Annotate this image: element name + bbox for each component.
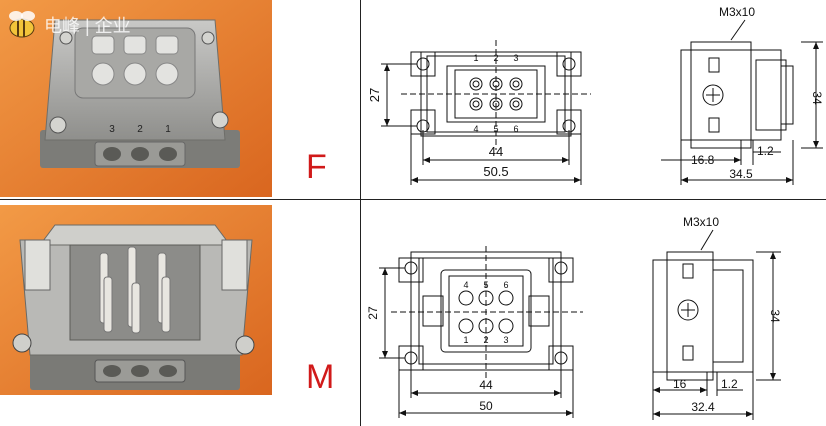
dimension-side-height: 34 [810,91,824,105]
vertical-divider [360,0,361,426]
female-connector-photo: 3 2 1 电峰 | 企业 [0,0,272,197]
pin-label: 4 [463,280,468,290]
dimension-side-a: 16.8 [691,153,715,167]
dimension-inner-width: 44 [489,144,503,159]
photo-pin-label: 3 [109,124,115,135]
female-technical-drawing: 1 2 3 4 5 6 27 44 50.5 [367,5,824,185]
pin-label: 1 [473,53,478,63]
female-connector-illustration: 3 2 1 [0,0,272,197]
horizontal-divider [0,199,826,200]
dimension-height: 27 [367,88,382,102]
dimension-inner-width: 44 [479,378,493,392]
pin-label: 1 [463,335,468,345]
male-connector-illustration [0,205,272,395]
bee-icon [9,11,35,38]
dimension-height: 27 [366,306,380,320]
dimension-side-b: 1.2 [757,144,774,158]
pin-label: 5 [493,124,498,134]
pin-label: 2 [483,335,488,345]
pin-label: 4 [473,124,478,134]
pin-label: 5 [483,280,488,290]
dimension-side-height: 34 [768,309,782,323]
variant-letter-male: M [306,358,335,396]
male-connector-photo [0,205,272,395]
dimension-side-a: 16 [673,377,687,391]
dimension-outer-width: 50 [479,399,493,413]
pin-label: 3 [503,335,508,345]
watermark-text: 电峰 | 企业 [44,16,131,36]
screw-spec: M3x10 [719,5,755,19]
pin-label: 6 [513,124,518,134]
photo-pin-label: 1 [165,124,171,135]
dimension-outer-width: 50.5 [483,164,508,179]
watermark-logo: 电峰 | 企业 [2,6,182,46]
photo-pin-label: 2 [137,124,143,135]
dimension-side-total: 34.5 [729,167,753,181]
pin-label: 6 [503,280,508,290]
screw-spec: M3x10 [683,215,719,229]
variant-letter-female: F [306,148,327,186]
male-technical-drawing: 4 5 6 1 2 3 27 44 50 [366,215,782,420]
dimension-side-b: 1.2 [721,377,738,391]
pin-label: 3 [513,53,518,63]
pin-label: 2 [493,53,498,63]
dimension-side-total: 32.4 [691,400,715,414]
